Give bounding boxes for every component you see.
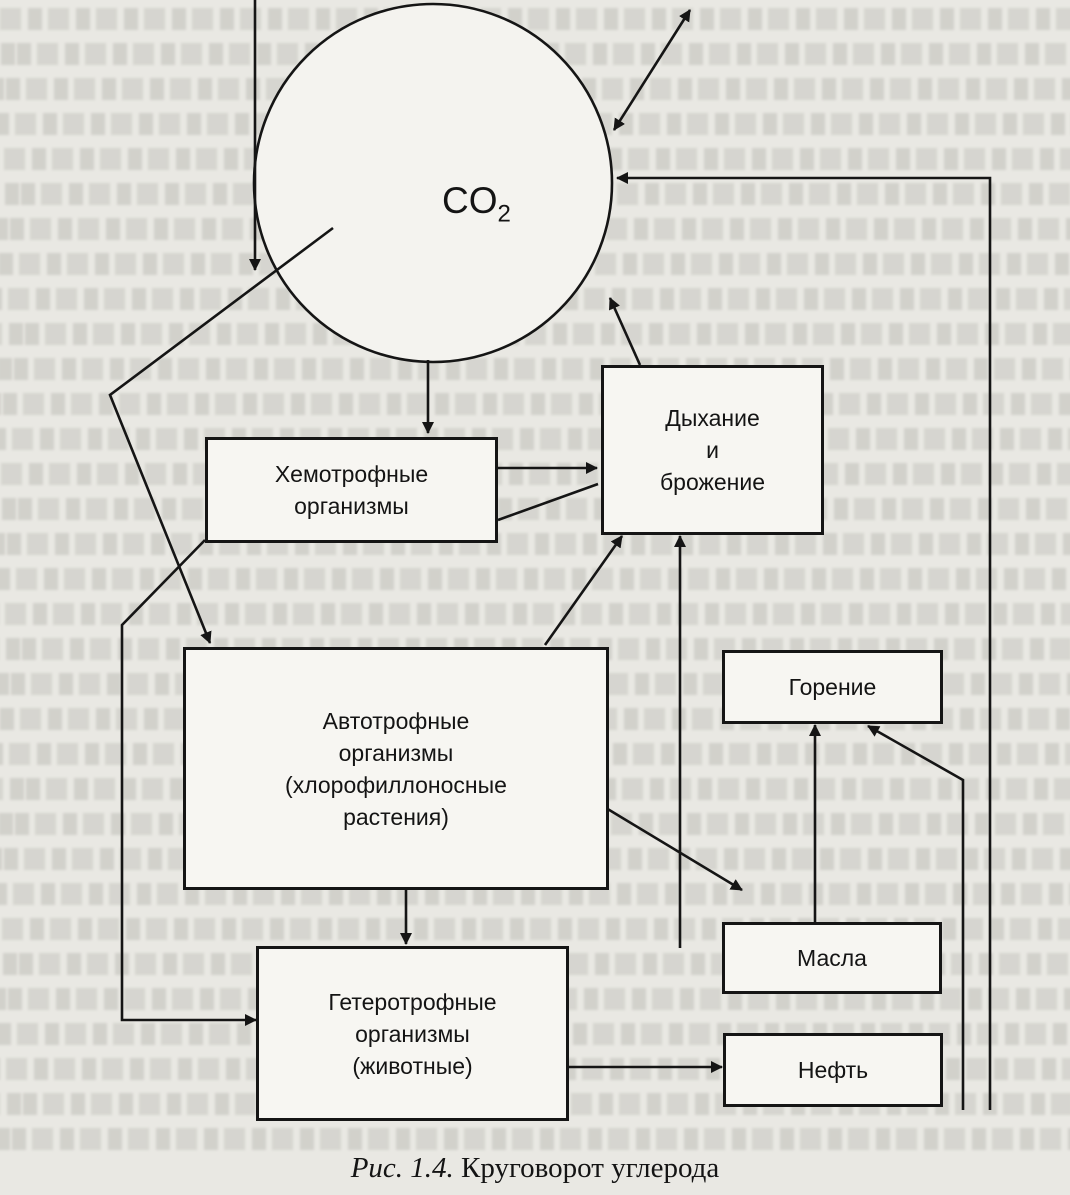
co2-label: CO2 xyxy=(442,180,511,228)
co2-circle xyxy=(252,2,614,364)
co2-subscript: 2 xyxy=(497,200,511,228)
node-combustion: Горение xyxy=(722,650,943,724)
node-oils-label: Масла xyxy=(797,945,867,971)
arrow-auto-respiration xyxy=(543,535,624,646)
node-oil: Нефть xyxy=(723,1033,943,1107)
node-chemotrophs-label: Хемотрофные организмы xyxy=(274,461,429,519)
node-oils: Масла xyxy=(722,922,942,994)
node-heterotrophs: Гетеротрофные организмы (животные) xyxy=(256,946,569,1121)
arrow-exchange xyxy=(612,9,692,131)
caption-text: Круговорот углерода xyxy=(453,1152,720,1184)
node-autotrophs: Автотрофные организмы (хлорофиллоносные … xyxy=(183,647,609,890)
node-autotrophs-label: Автотрофные организмы (хлорофиллоносные … xyxy=(285,707,507,830)
node-combustion-label: Горение xyxy=(788,674,877,700)
arrow-combustion-co2 xyxy=(616,172,992,1110)
node-oil-label: Нефть xyxy=(797,1057,869,1083)
caption-lead: Рис. 1.4. xyxy=(350,1152,454,1184)
arrow-chemo-respiration-2 xyxy=(497,482,599,522)
node-respiration: Дыхание и брожение xyxy=(601,365,824,535)
arrow-oil-combustion xyxy=(867,724,965,1110)
figure-caption: Рис. 1.4. Круговорот углерода xyxy=(0,1152,1070,1185)
arrow-respiration-co2 xyxy=(608,297,642,366)
arrow-co2-autotrophs xyxy=(108,226,334,644)
node-respiration-label: Дыхание и брожение xyxy=(659,405,766,495)
node-chemotrophs: Хемотрофные организмы xyxy=(205,437,498,543)
arrow-auto-oils xyxy=(605,806,743,892)
node-heterotrophs-label: Гетеротрофные организмы (животные) xyxy=(328,988,497,1079)
arrow-chemo-hetero xyxy=(120,539,257,1026)
co2-formula: CO xyxy=(442,180,498,221)
